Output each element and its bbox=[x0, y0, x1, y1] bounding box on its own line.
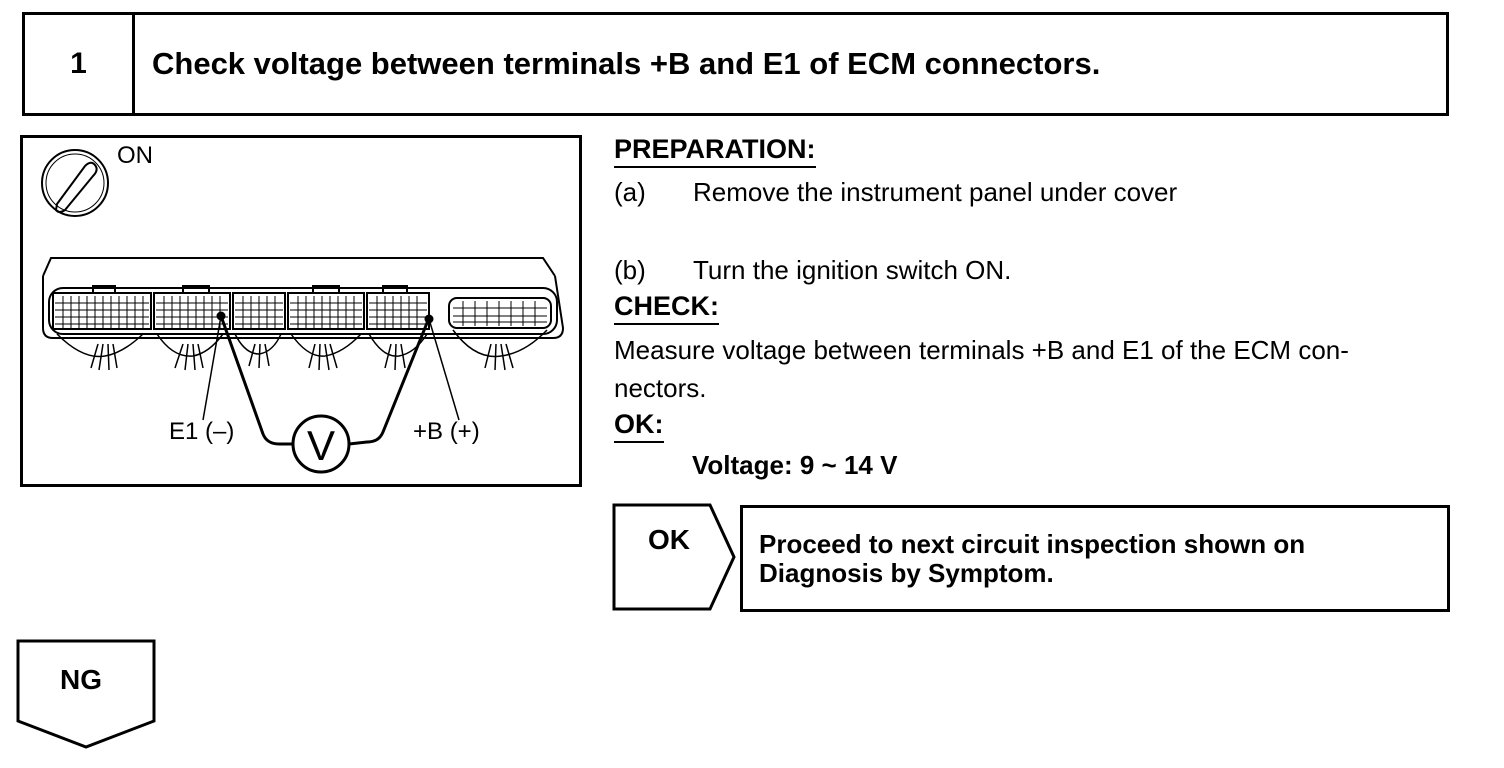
ng-arrow-icon bbox=[16, 639, 156, 749]
voltmeter-label: V bbox=[307, 422, 335, 469]
preparation-heading: PREPARATION: bbox=[614, 134, 816, 168]
prep-step-a-letter: (a) bbox=[614, 177, 646, 207]
prep-step-a-text: Remove the instrument panel under cover bbox=[693, 177, 1178, 207]
voltmeter-icon: V bbox=[291, 414, 351, 474]
prep-step-b-letter: (b) bbox=[614, 255, 646, 285]
e1-terminal-label: E1 (–) bbox=[169, 418, 235, 445]
voltage-spec: Voltage: 9 ~ 14 V bbox=[692, 450, 898, 480]
ok-arrow-icon bbox=[612, 503, 736, 611]
ecm-connectors bbox=[52, 285, 552, 330]
ok-heading: OK: bbox=[614, 409, 664, 443]
check-text-line-2: nectors. bbox=[614, 373, 707, 403]
ecm-connector-diagram: V bbox=[41, 149, 565, 474]
check-heading: CHECK: bbox=[614, 291, 719, 325]
step-header: 1 Check voltage between terminals +B and… bbox=[22, 12, 1449, 116]
ignition-key-icon bbox=[41, 149, 109, 217]
prep-step-b-text: Turn the ignition switch ON. bbox=[693, 255, 1012, 285]
step-number: 1 bbox=[25, 15, 135, 113]
ignition-state-label: ON bbox=[117, 142, 153, 169]
ok-result-box: Proceed to next circuit inspection shown… bbox=[740, 505, 1450, 612]
ok-result-text-line-2: Diagnosis by Symptom. bbox=[759, 558, 1054, 588]
ng-result-label: NG bbox=[60, 664, 102, 695]
ok-result-label: OK bbox=[648, 524, 690, 555]
ok-result-text-line-1: Proceed to next circuit inspection shown… bbox=[759, 529, 1306, 559]
ecm-housing bbox=[42, 257, 565, 339]
voltmeter-probes bbox=[202, 311, 460, 446]
wire-harnesses bbox=[56, 329, 548, 371]
step-title: Check voltage between terminals +B and E… bbox=[152, 46, 1101, 81]
plus-b-terminal-label: +B (+) bbox=[413, 418, 480, 445]
ecm-connector-figure: V ON E1 (–) +B (+) bbox=[20, 135, 582, 487]
check-text-line-1: Measure voltage between terminals +B and… bbox=[614, 335, 1349, 365]
